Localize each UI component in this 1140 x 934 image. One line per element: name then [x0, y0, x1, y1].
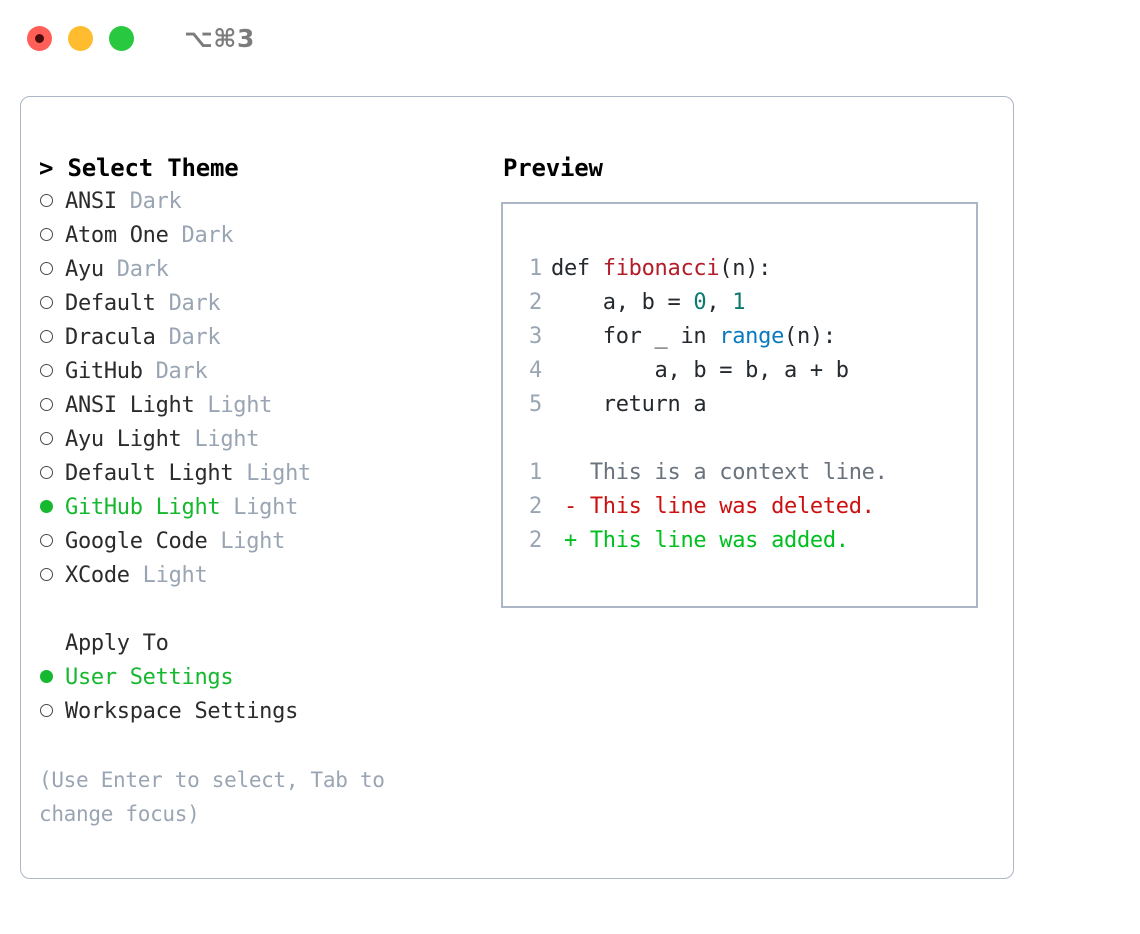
close-window-button[interactable]	[27, 25, 52, 51]
theme-option-label: GitHub	[65, 359, 143, 384]
theme-option-label: XCode	[65, 563, 130, 588]
theme-option-3[interactable]: Default Dark	[39, 287, 491, 321]
minimize-window-button[interactable]	[68, 25, 93, 51]
theme-option-variant-tag: Light	[207, 529, 286, 554]
code-token-plain: (n):	[719, 256, 772, 281]
code-token-plain: for _ in	[551, 324, 720, 349]
code-line-number: 1	[529, 460, 542, 485]
apply-to-header: Apply To	[65, 631, 169, 656]
theme-option-label: Google Code	[65, 529, 208, 554]
theme-option-variant-tag: Light	[233, 461, 311, 486]
code-token-plain: return a	[551, 392, 707, 417]
code-token-plain: a, b =	[551, 290, 694, 315]
theme-option-4[interactable]: Dracula Dark	[39, 321, 491, 355]
zoom-window-button[interactable]	[109, 25, 134, 51]
theme-option-label: GitHub Light	[65, 495, 221, 520]
apply-to-option-label: User Settings	[65, 665, 234, 690]
apply-to-option-0[interactable]: User Settings	[39, 661, 491, 695]
code-token-call: range	[719, 324, 785, 349]
code-line: 4 a, b = b, a + b	[521, 354, 976, 388]
code-line-number: 5	[529, 392, 542, 417]
code-token-plain: (n):	[784, 324, 836, 349]
theme-option-11[interactable]: XCode Light	[39, 559, 491, 593]
apply-to-option-label: Workspace Settings	[65, 699, 299, 724]
code-line: 3 for _ in range(n):	[521, 320, 976, 354]
code-line: 1 This is a context line.	[521, 456, 976, 490]
theme-option-2[interactable]: Ayu Dark	[39, 253, 491, 287]
code-line: 5 return a	[521, 388, 976, 422]
code-line-text: - This line was deleted.	[551, 490, 875, 524]
code-token-plain: ,	[706, 290, 733, 315]
code-line-number: 3	[529, 324, 542, 349]
code-token-plain: a, b = b, a + b	[551, 358, 850, 383]
theme-option-0[interactable]: ANSI Dark	[39, 185, 491, 219]
code-line-number: 4	[529, 358, 542, 383]
code-line-text: a, b = 0, 1	[551, 286, 746, 320]
code-line: 2 a, b = 0, 1	[521, 286, 976, 320]
theme-option-variant-tag: Dark	[142, 359, 208, 384]
keyboard-hint-text: (Use Enter to select, Tab to change focu…	[39, 768, 385, 826]
code-line: 2 - This line was deleted.	[521, 490, 976, 524]
code-line-text: for _ in range(n):	[551, 320, 836, 354]
theme-option-9[interactable]: GitHub Light Light	[39, 491, 491, 525]
select-theme-header: > Select Theme	[39, 154, 239, 182]
code-token-plain: def	[551, 256, 603, 281]
theme-option-variant-tag: Light	[129, 563, 208, 588]
traffic-lights	[27, 25, 134, 51]
apply-to-option-1[interactable]: Workspace Settings	[39, 695, 491, 729]
theme-option-label: ANSI	[65, 189, 117, 214]
code-token-del: - This line was deleted.	[551, 494, 875, 519]
theme-option-1[interactable]: Atom One Dark	[39, 219, 491, 253]
keyboard-shortcut-label: ⌥⌘3	[184, 23, 255, 53]
theme-option-variant-tag: Light	[181, 427, 260, 452]
code-token-num: 1	[732, 290, 746, 315]
code-token-add: + This line was added.	[551, 528, 849, 553]
code-line-text: + This line was added.	[551, 524, 849, 558]
theme-option-label: Dracula	[65, 325, 156, 350]
code-line-number: 2	[529, 494, 542, 519]
code-line-number: 1	[529, 256, 542, 281]
theme-option-5[interactable]: GitHub Dark	[39, 355, 491, 389]
theme-option-variant-tag: Dark	[168, 223, 234, 248]
code-line-text: This is a context line.	[551, 456, 888, 490]
code-line-text: a, b = b, a + b	[551, 354, 850, 388]
theme-option-label: Ayu Light	[65, 427, 182, 452]
theme-option-variant-tag: Light	[220, 495, 299, 520]
theme-option-8[interactable]: Default Light Light	[39, 457, 491, 491]
window-titlebar: ⌥⌘3	[0, 0, 1140, 76]
code-line	[521, 422, 976, 456]
theme-option-6[interactable]: ANSI Light Light	[39, 389, 491, 423]
code-line: 1 def fibonacci(n):	[521, 252, 976, 286]
theme-option-variant-tag: Light	[194, 393, 273, 418]
theme-option-label: Atom One	[65, 223, 169, 248]
code-token-num: 0	[693, 290, 707, 315]
code-line: 2 + This line was added.	[521, 524, 976, 558]
theme-option-10[interactable]: Google Code Light	[39, 525, 491, 559]
theme-option-variant-tag: Dark	[116, 189, 182, 214]
code-line-number	[521, 422, 551, 456]
code-token-ctx: This is a context line.	[551, 460, 888, 485]
theme-option-variant-tag: Dark	[155, 291, 221, 316]
theme-option-variant-tag: Dark	[155, 325, 221, 350]
code-line-text: def fibonacci(n):	[551, 252, 771, 286]
code-line-number: 2	[529, 528, 542, 553]
theme-option-label: Ayu	[65, 257, 104, 282]
code-token-fn: fibonacci	[602, 256, 720, 281]
code-line-number: 2	[529, 290, 542, 315]
preview-header: Preview	[503, 154, 603, 182]
theme-option-label: Default Light	[65, 461, 234, 486]
theme-option-variant-tag: Dark	[103, 257, 169, 282]
code-line-text: return a	[551, 388, 707, 422]
theme-option-label: Default	[65, 291, 156, 316]
theme-option-7[interactable]: Ayu Light Light	[39, 423, 491, 457]
theme-option-label: ANSI Light	[65, 393, 195, 418]
